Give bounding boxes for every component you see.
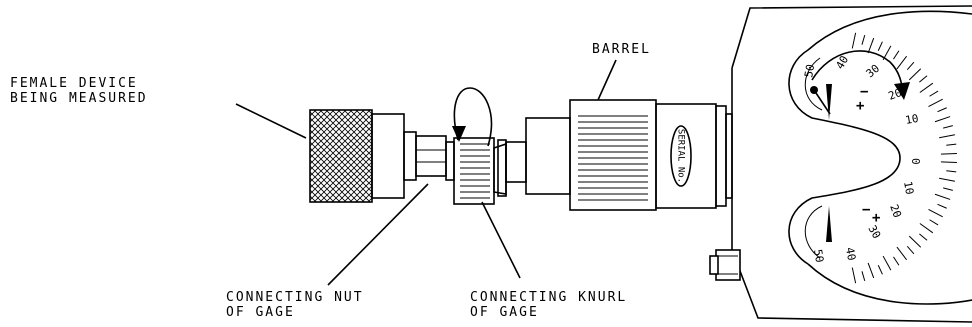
lower-plus-sign: + xyxy=(872,210,880,226)
dial-ticks xyxy=(851,32,957,284)
gage-shaft xyxy=(505,117,571,195)
dial-lower-40: 40 xyxy=(843,246,858,261)
connecting-knurl-label-line1: CONNECTING KNURL xyxy=(470,290,628,305)
dial-tick xyxy=(928,98,943,108)
connecting-knurl-leader xyxy=(481,201,521,279)
dial-zero: 0 xyxy=(909,158,922,165)
connecting-knurl xyxy=(445,137,507,205)
dial-tick xyxy=(929,90,939,97)
connecting-nut-label: CONNECTING NUT OF GAGE xyxy=(226,290,364,320)
dial-tick xyxy=(877,265,883,275)
connecting-nut-label-line1: CONNECTING NUT xyxy=(226,290,364,305)
lower-minus-sign: − xyxy=(862,202,870,218)
dial-tick xyxy=(867,262,875,279)
dial-housing xyxy=(731,5,972,323)
dial-tick xyxy=(877,41,883,51)
dial-tick xyxy=(946,143,957,146)
female-device-label-line2: BEING MEASURED xyxy=(10,91,148,106)
connecting-knurl-label: CONNECTING KNURL OF GAGE xyxy=(470,290,627,320)
dial-tick xyxy=(919,233,928,241)
dial-lower-20: 20 xyxy=(887,203,904,220)
dial-tick xyxy=(893,256,900,266)
dial-tick xyxy=(934,116,951,123)
dial-tick xyxy=(928,208,943,218)
upper-pointer xyxy=(826,84,832,120)
dial-tick xyxy=(946,170,957,173)
connecting-nut xyxy=(415,135,447,177)
female-device-label: FEMALE DEVICE BEING MEASURED xyxy=(10,76,148,106)
dial-tick xyxy=(919,223,934,234)
lower-pointer xyxy=(826,206,832,242)
dial-tick xyxy=(867,37,875,54)
rotation-arrow-icon xyxy=(452,87,493,147)
dial-tick xyxy=(939,177,955,182)
dial-tick xyxy=(906,245,915,255)
dial-lower-10: 10 xyxy=(901,180,916,195)
dial-lower-scale: 10 20 30 40 50 xyxy=(811,180,916,263)
adjustment-knob xyxy=(709,249,741,281)
dial-tick xyxy=(882,255,892,271)
serial-number-label: SERIAL No. xyxy=(676,129,686,183)
upper-plus-sign: + xyxy=(856,98,864,114)
serial-plate: SERIAL No. xyxy=(655,103,733,209)
dial-upper-20: 20 xyxy=(887,86,904,103)
female-device xyxy=(309,109,417,203)
dial-tick xyxy=(919,82,934,93)
dial-upper-scale: 50 40 30 20 10 0 xyxy=(802,54,922,165)
dial-tick xyxy=(851,32,857,49)
dial-upper-30: 30 xyxy=(864,62,883,80)
dial-tick xyxy=(919,75,928,83)
dial-tick xyxy=(929,219,939,226)
connecting-nut-label-line2: OF GAGE xyxy=(226,305,295,320)
dial-tick xyxy=(908,68,922,81)
dial-lower-50: 50 xyxy=(811,248,826,263)
female-device-label-line1: FEMALE DEVICE xyxy=(10,76,138,91)
dial-tick xyxy=(940,161,957,163)
dial-arc-arrow-icon xyxy=(810,50,910,115)
upper-minus-sign: − xyxy=(860,84,868,100)
dial-tick xyxy=(939,134,955,139)
dial-upper-50: 50 xyxy=(802,63,817,78)
connecting-nut-leader xyxy=(327,183,429,286)
gage-barrel xyxy=(569,99,657,211)
dial-upper-40: 40 xyxy=(833,54,851,72)
dial-tick xyxy=(940,153,957,155)
dial-tick xyxy=(906,61,915,71)
barrel-label: BARREL xyxy=(592,42,651,57)
dial-tick xyxy=(937,203,947,209)
dial-tick xyxy=(908,235,922,248)
dial-tick xyxy=(861,34,866,45)
dial-tick xyxy=(934,193,951,200)
dial-tick xyxy=(943,125,953,129)
dial-signs: + − − + xyxy=(856,84,880,226)
dial-upper-10: 10 xyxy=(904,112,919,127)
dial-tick xyxy=(896,246,908,261)
female-device-leader xyxy=(235,103,307,139)
connecting-knurl-label-line2: OF GAGE xyxy=(470,305,539,320)
dial-tick xyxy=(861,271,866,282)
barrel-leader xyxy=(597,59,617,101)
dial-tick xyxy=(893,50,900,60)
dial-tick xyxy=(851,267,857,284)
dial-tick xyxy=(937,107,947,113)
dial-lower-30: 30 xyxy=(865,223,883,241)
dial-tick xyxy=(896,55,908,70)
dial-tick xyxy=(943,187,953,191)
